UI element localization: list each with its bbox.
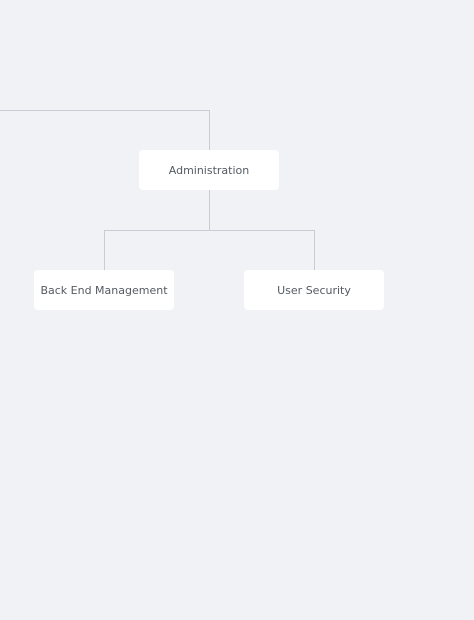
node-administration[interactable]: Administration [139, 150, 279, 190]
node-administration-label: Administration [168, 163, 250, 177]
node-user-security[interactable]: User Security [244, 270, 384, 310]
node-user-security-label: User Security [277, 283, 351, 297]
node-back-end-management-label: Back End Management [40, 283, 168, 297]
node-back-end-management[interactable]: Back End Management [34, 270, 174, 310]
